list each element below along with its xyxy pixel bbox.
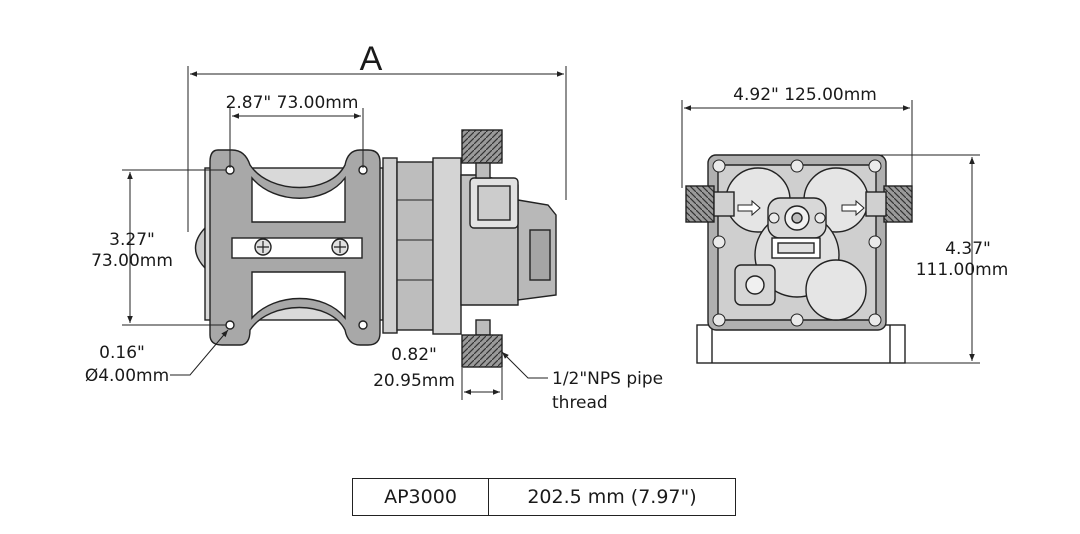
front-view	[685, 154, 913, 364]
length-cell: 202.5 mm (7.97")	[527, 486, 697, 508]
thread-label-line1: 1/2"NPS pipe	[552, 369, 663, 389]
front-dimensions	[681, 100, 980, 364]
hole-in-label: 0.16"	[99, 343, 145, 363]
hole-mm-label: Ø4.00mm	[85, 366, 169, 386]
model-cell: AP3000	[353, 479, 489, 515]
side-view	[194, 129, 557, 368]
spec-table: AP3000 202.5 mm (7.97")	[352, 478, 736, 516]
end-knob	[194, 226, 206, 270]
port-mm-label: 20.95mm	[373, 371, 455, 391]
height-in-label: 4.37"	[945, 239, 991, 259]
width-label: 4.92" 125.00mm	[733, 85, 877, 105]
thread-label-line2: thread	[552, 393, 608, 413]
height-mm-label: 111.00mm	[916, 260, 1009, 280]
side-dimensions	[122, 66, 567, 400]
overall-length-label: A	[360, 40, 383, 78]
mount-height-mm-label: 73.00mm	[91, 251, 173, 271]
mount-spacing-label: 2.87" 73.00mm	[226, 93, 359, 113]
mount-height-in-label: 3.27"	[109, 230, 155, 250]
port-in-label: 0.82"	[391, 345, 437, 365]
